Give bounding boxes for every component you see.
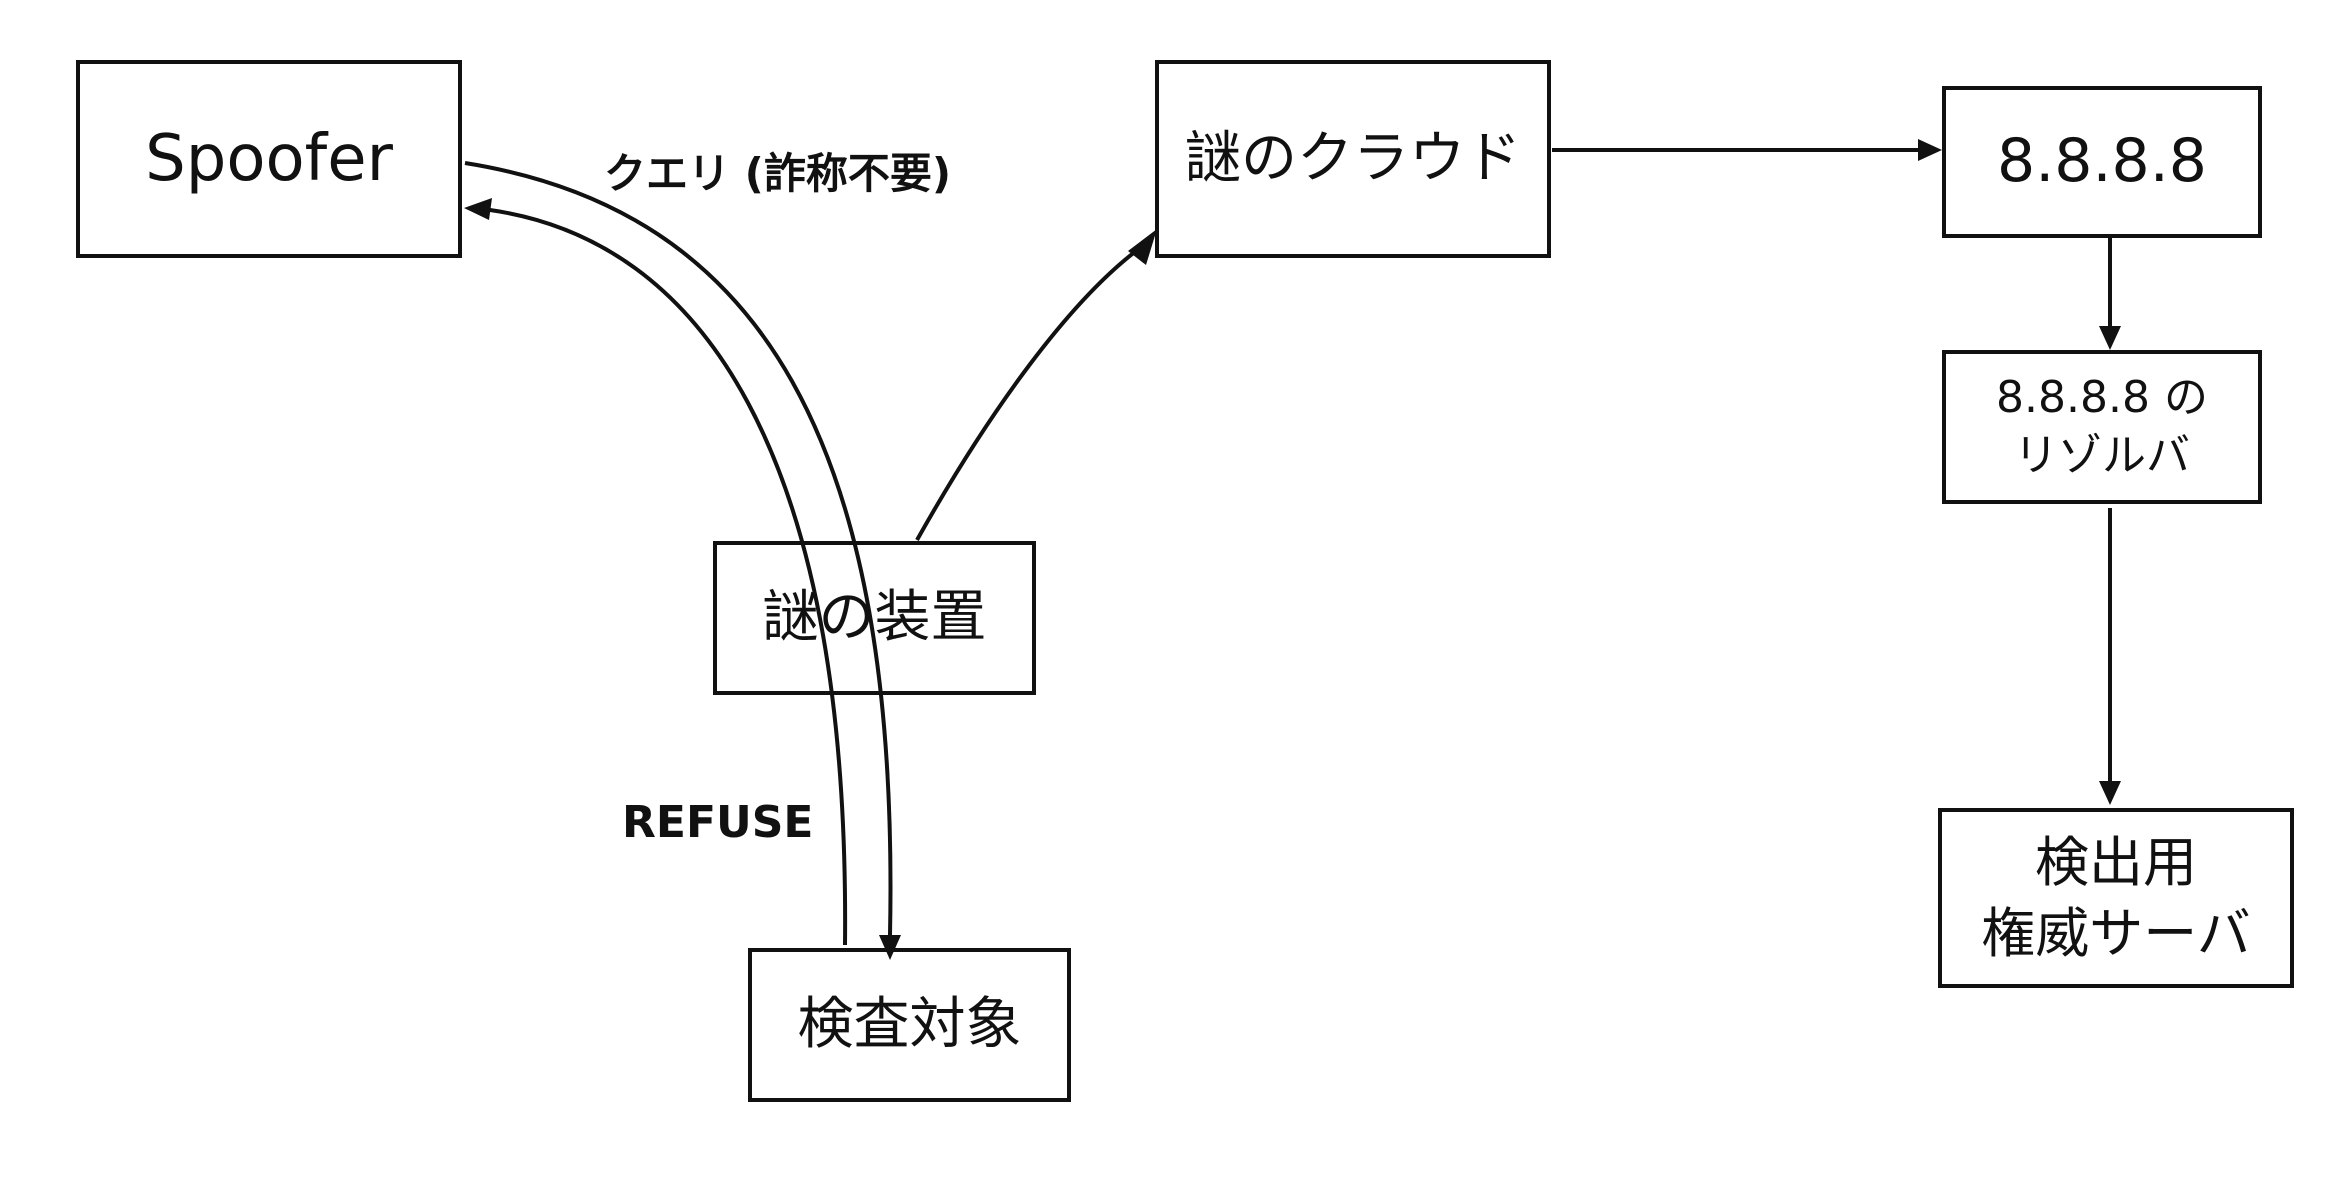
node-spoofer-label: Spoofer — [145, 121, 393, 196]
arrowhead-dns-to-resolver — [2099, 326, 2121, 350]
arrowhead-cloud-to-dns — [1918, 139, 1942, 161]
node-google-dns: 8.8.8.8 — [1942, 86, 2262, 238]
node-google-resolver: 8.8.8.8 の リゾルバ — [1942, 350, 2262, 504]
arrowhead-query — [879, 935, 901, 960]
node-detection-auth-server: 検出用 権威サーバ — [1938, 808, 2294, 988]
edge-device-to-cloud — [915, 246, 1142, 541]
edge-refuse — [489, 208, 848, 946]
edge-label-query: クエリ (詐称不要) — [604, 149, 952, 198]
node-google-dns-label: 8.8.8.8 — [1997, 126, 2207, 197]
node-google-resolver-line-1: 8.8.8.8 の — [1996, 371, 2208, 423]
node-google-resolver-line-2: リゾルバ — [2014, 430, 2190, 481]
node-inspection-target: 検査対象 — [748, 948, 1071, 1102]
arrowhead-refuse — [464, 198, 492, 220]
node-spoofer: Spoofer — [76, 60, 462, 258]
edge-label-refuse: REFUSE — [622, 797, 814, 848]
arrowhead-device-to-cloud — [1128, 229, 1157, 265]
edge-query — [464, 161, 893, 936]
arrowhead-resolver-to-auth — [2099, 781, 2121, 805]
node-detection-auth-server-line-1: 検出用 — [2035, 830, 2197, 894]
node-detection-auth-server-line-2: 権威サーバ — [1981, 902, 2251, 965]
node-mystery-cloud-label: 謎のクラウド — [1185, 126, 1521, 192]
node-mystery-cloud: 謎のクラウド — [1155, 60, 1551, 258]
node-inspection-target-label: 検査対象 — [797, 992, 1022, 1058]
